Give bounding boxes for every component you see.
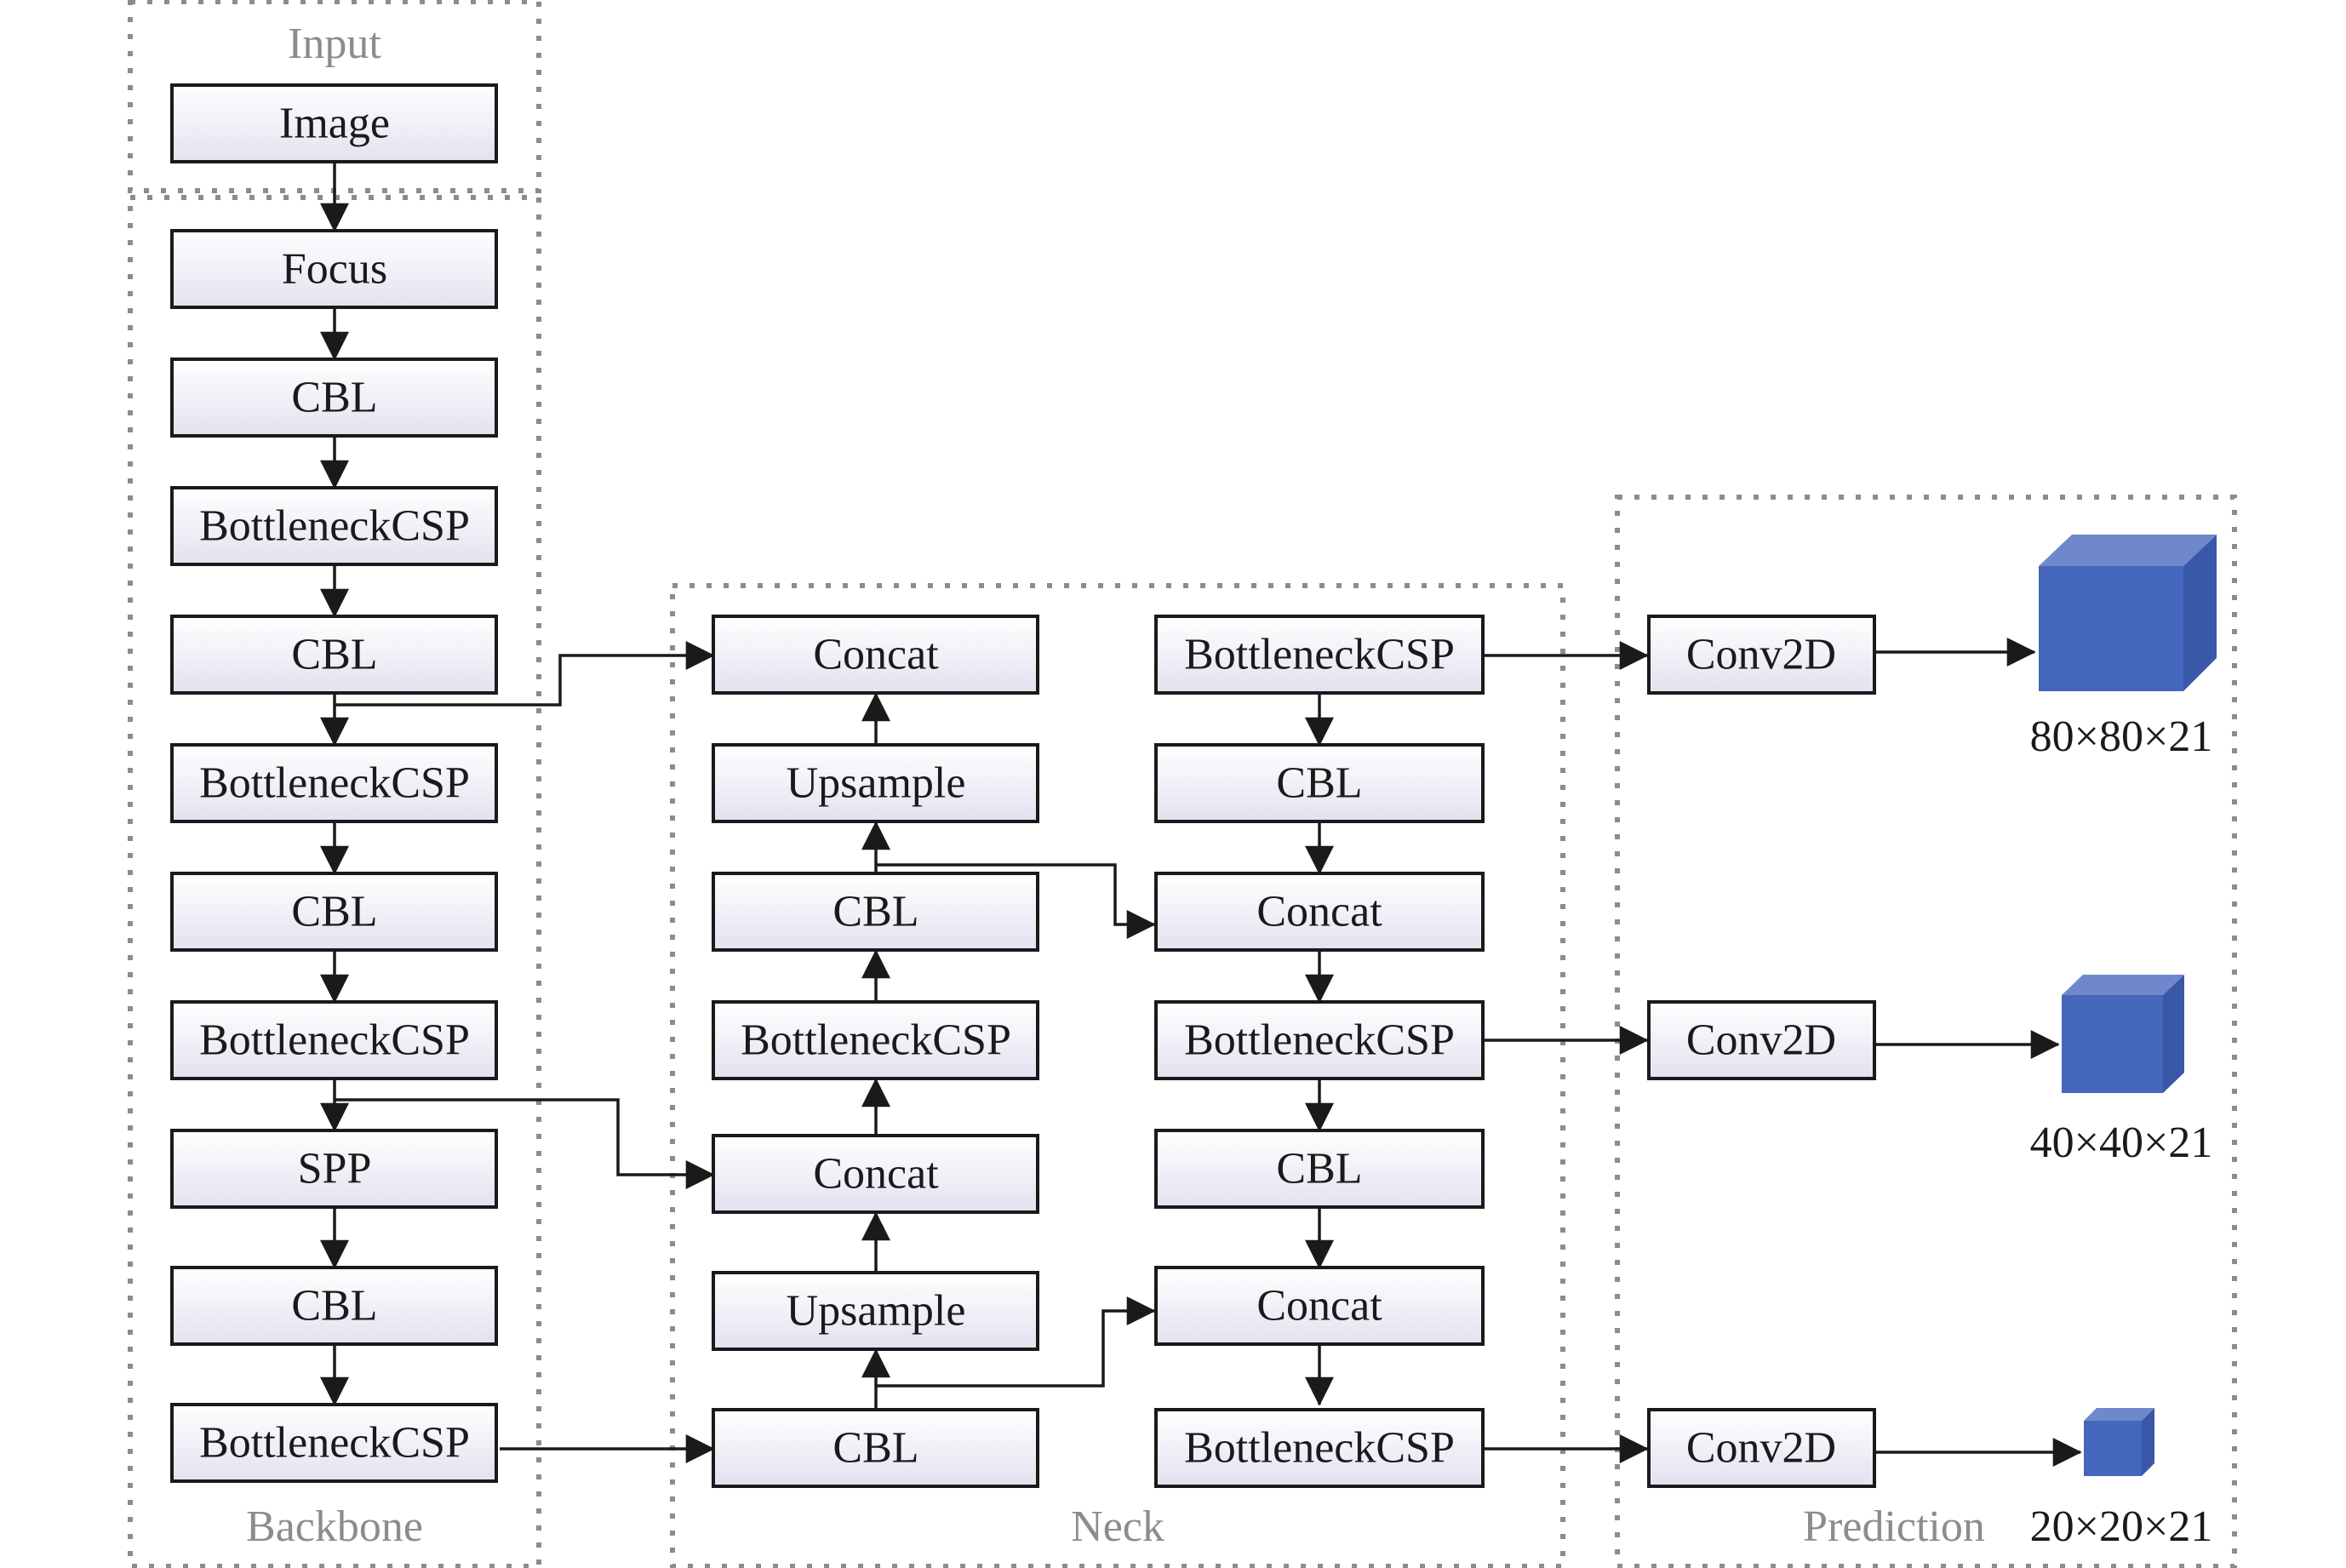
node-label-bottleneckcsp: BottleneckCSP: [199, 1016, 470, 1065]
node-label-cbl: CBL: [833, 1424, 918, 1473]
node-backbone-bottleneckcsp-1: BottleneckCSP: [170, 486, 498, 566]
node-label-bottleneckcsp: BottleneckCSP: [741, 1016, 1011, 1065]
cube-side-face: [2142, 1408, 2154, 1476]
node-label-cbl: CBL: [291, 888, 377, 936]
node-neck2-concat-1: Concat: [1154, 872, 1485, 952]
node-label-concat: Concat: [813, 631, 939, 679]
cube-side-face: [2183, 535, 2217, 691]
node-label-conv2d: Conv2D: [1686, 1424, 1836, 1473]
node-label-bottleneckcsp: BottleneckCSP: [199, 502, 470, 551]
node-backbone-spp: SPP: [170, 1129, 498, 1209]
node-label-bottleneckcsp: BottleneckCSP: [1184, 1424, 1455, 1473]
cube-top-face: [2084, 1408, 2154, 1421]
node-label-cbl: CBL: [1276, 759, 1362, 808]
node-backbone-bottleneckcsp-3: BottleneckCSP: [170, 1000, 498, 1080]
node-neck-cbl-1: CBL: [712, 872, 1039, 952]
node-backbone-cbl-2: CBL: [170, 615, 498, 695]
cube-top-face: [2039, 535, 2217, 566]
node-backbone-cbl-4: CBL: [170, 1266, 498, 1346]
node-backbone-bottleneckcsp-4: BottleneckCSP: [170, 1403, 498, 1483]
node-label-conv2d: Conv2D: [1686, 631, 1836, 679]
output-label-large: 80×80×21: [2030, 712, 2213, 761]
node-label-upsample: Upsample: [787, 759, 966, 808]
cube-front-face: [2039, 566, 2183, 691]
node-backbone-focus: Focus: [170, 229, 498, 309]
node-backbone-cbl-3: CBL: [170, 872, 498, 952]
node-label-concat: Concat: [1256, 888, 1382, 936]
output-label-medium: 40×40×21: [2030, 1119, 2213, 1167]
group-neck: Neck: [670, 583, 1565, 1568]
node-label-cbl: CBL: [291, 631, 377, 679]
node-prediction-conv2d-1: Conv2D: [1647, 615, 1876, 695]
node-prediction-conv2d-2: Conv2D: [1647, 1000, 1876, 1080]
node-label-bottleneckcsp: BottleneckCSP: [1184, 1016, 1455, 1065]
node-label-conv2d: Conv2D: [1686, 1016, 1836, 1065]
node-label-image: Image: [279, 100, 390, 148]
cube-front-face: [2062, 995, 2163, 1093]
group-label-neck: Neck: [1071, 1502, 1164, 1551]
node-label-upsample: Upsample: [787, 1287, 966, 1336]
node-backbone-bottleneckcsp-2: BottleneckCSP: [170, 743, 498, 823]
node-neck2-cbl-2: CBL: [1154, 1129, 1485, 1209]
node-neck-bottleneckcsp-1: BottleneckCSP: [712, 1000, 1039, 1080]
cube-side-face: [2163, 975, 2184, 1093]
node-neck-concat-1: Concat: [712, 615, 1039, 695]
node-label-cbl: CBL: [833, 888, 918, 936]
node-label-concat: Concat: [813, 1150, 939, 1199]
node-backbone-cbl-1: CBL: [170, 358, 498, 438]
edge-ncbl2-n2concat2: [876, 1296, 1156, 1388]
node-label-cbl: CBL: [291, 1282, 377, 1331]
node-image: Image: [170, 83, 498, 163]
cube-top-face: [2062, 975, 2184, 995]
output-cube-small-icon: [2084, 1408, 2154, 1476]
node-neck-concat-2: Concat: [712, 1134, 1039, 1214]
edge-ncbl1-n2concat1: [876, 863, 1156, 939]
edge-csp3-neck-concat2: [335, 1098, 715, 1189]
node-neck-upsample-1: Upsample: [712, 743, 1039, 823]
group-label-prediction: Prediction: [1803, 1502, 1985, 1551]
node-prediction-conv2d-3: Conv2D: [1647, 1408, 1876, 1488]
node-label-bottleneckcsp: BottleneckCSP: [199, 1419, 470, 1468]
output-cube-medium-icon: [2062, 975, 2184, 1093]
group-label-backbone: Backbone: [246, 1502, 423, 1551]
node-label-bottleneckcsp: BottleneckCSP: [1184, 631, 1455, 679]
edges: [320, 162, 2082, 1467]
node-neck2-bottleneckcsp-1: BottleneckCSP: [1154, 615, 1485, 695]
node-neck2-concat-2: Concat: [1154, 1266, 1485, 1346]
output-label-small: 20×20×21: [2030, 1502, 2213, 1551]
cube-front-face: [2084, 1421, 2142, 1476]
node-label-concat: Concat: [1256, 1282, 1382, 1331]
node-label-spp: SPP: [298, 1145, 372, 1193]
node-label-cbl: CBL: [291, 374, 377, 422]
node-neck2-bottleneckcsp-2: BottleneckCSP: [1154, 1000, 1485, 1080]
node-neck2-bottleneckcsp-3: BottleneckCSP: [1154, 1408, 1485, 1488]
output-cube-large-icon: [2039, 535, 2217, 691]
node-label-cbl: CBL: [1276, 1145, 1362, 1193]
node-label-bottleneckcsp: BottleneckCSP: [199, 759, 470, 808]
node-label-focus: Focus: [282, 245, 387, 294]
node-neck2-cbl-1: CBL: [1154, 743, 1485, 823]
edge-cbl2-neck-concat1: [335, 641, 715, 707]
group-prediction: Prediction: [1615, 495, 2237, 1568]
node-neck-cbl-2: CBL: [712, 1408, 1039, 1488]
group-label-input: Input: [288, 20, 381, 68]
node-neck-upsample-2: Upsample: [712, 1271, 1039, 1351]
